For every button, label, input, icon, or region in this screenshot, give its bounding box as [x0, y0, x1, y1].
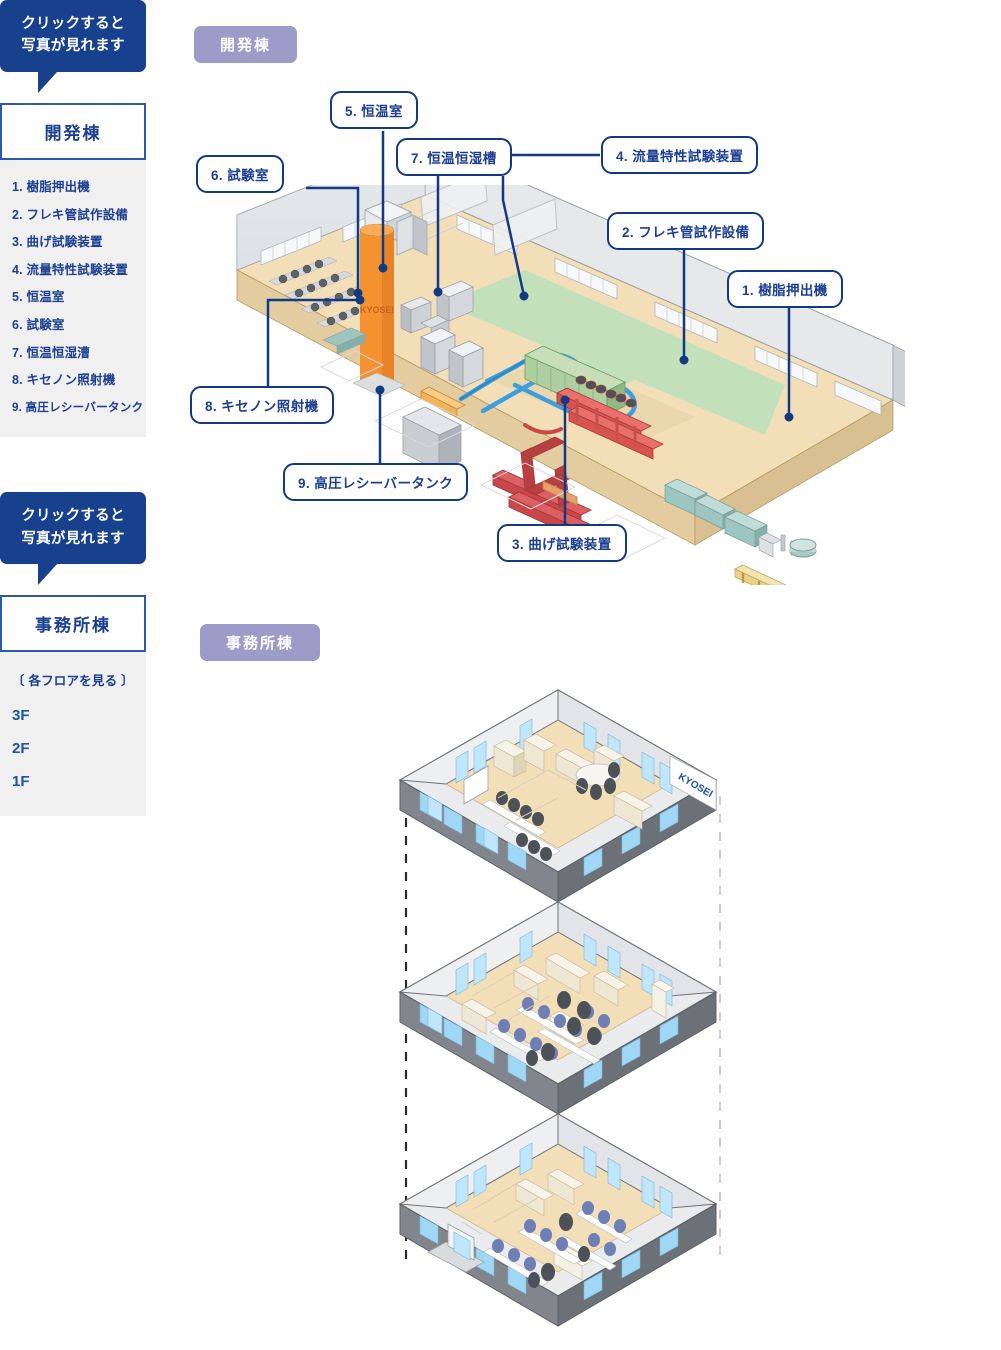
sidebar-panel-dev-title[interactable]: 開発棟 — [0, 102, 146, 160]
callout-4-label: 4. 流量特性試験装置 — [616, 149, 744, 164]
callout-9-label: 9. 高圧レシーバータンク — [298, 476, 454, 491]
section-badge-dev-text: 開発棟 — [220, 37, 272, 54]
callout-6-test-room[interactable]: 6. 試験室 — [196, 155, 284, 193]
sidebar-item-dev-2[interactable]: 2. フレキ管試作設備 — [12, 207, 129, 222]
callout-2-label: 2. フレキ管試作設備 — [622, 225, 750, 240]
callout-5-constant-temp-room[interactable]: 5. 恒温室 — [330, 91, 418, 129]
sidebar-item-dev-7[interactable]: 7. 恒温恒湿漕 — [12, 345, 90, 360]
tooltip-office-line1: クリックすると — [21, 508, 125, 525]
callout-4-flow-characteristic-tester[interactable]: 4. 流量特性試験装置 — [601, 136, 759, 174]
sidebar-office-title-text: 事務所棟 — [35, 616, 111, 636]
office-floor-2f[interactable] — [399, 901, 717, 1115]
tooltip-dev-tail — [38, 70, 58, 93]
sidebar-item-floor-1f[interactable]: 1F — [12, 773, 30, 791]
section-badge-dev: 開発棟 — [194, 26, 298, 63]
callout-1-resin-extruder[interactable]: 1. 樹脂押出機 — [727, 270, 843, 308]
sidebar-item-dev-9[interactable]: 9. 高圧レシーバータンク — [12, 400, 144, 414]
callout-8-label: 8. キセノン照射機 — [205, 399, 319, 414]
callout-7-temp-humidity-chamber[interactable]: 7. 恒温恒湿槽 — [396, 138, 512, 176]
tooltip-office-line2: 写真が見れます — [21, 530, 125, 547]
floors-label: 〔 各フロアを見る 〕 — [12, 674, 134, 689]
sidebar-item-floor-2f[interactable]: 2F — [12, 740, 30, 758]
sidebar-item-floor-3f[interactable]: 3F — [12, 707, 30, 725]
sidebar-item-dev-3[interactable]: 3. 曲げ試験装置 — [12, 235, 103, 250]
callout-1-label: 1. 樹脂押出機 — [742, 283, 828, 298]
callout-9-high-pressure-receiver-tank[interactable]: 9. 高圧レシーバータンク — [283, 463, 469, 501]
tooltip-dev-line2: 写真が見れます — [21, 38, 125, 55]
sidebar: クリックすると 写真が見れます 開発棟 1. 樹脂押出機 2. フレキ管試作設備… — [0, 0, 160, 817]
tooltip-office-tail — [38, 563, 58, 586]
callout-2-flexible-pipe-prototype-facility[interactable]: 2. フレキ管試作設備 — [607, 212, 765, 250]
sidebar-item-dev-6[interactable]: 6. 試験室 — [12, 318, 65, 333]
office-floor-3f[interactable]: KYOSEI — [399, 689, 717, 903]
tooltip-office: クリックすると 写真が見れます — [0, 492, 146, 586]
sidebar-panel-office-list: 〔 各フロアを見る 〕 3F 2F 1F — [0, 652, 146, 817]
sidebar-item-dev-1[interactable]: 1. 樹脂押出機 — [12, 179, 90, 194]
callout-8-xenon-irradiator[interactable]: 8. キセノン照射機 — [190, 386, 334, 424]
office-building-illustration: KYOSEI — [399, 689, 721, 1327]
callout-6-label: 6. 試験室 — [211, 168, 269, 183]
sidebar-item-dev-4[interactable]: 4. 流量特性試験装置 — [12, 262, 129, 277]
section-badge-office-text: 事務所棟 — [226, 635, 295, 652]
callout-7-label: 7. 恒温恒湿槽 — [411, 151, 497, 166]
section-badge-office: 事務所棟 — [200, 624, 321, 661]
sidebar-panel-office-title[interactable]: 事務所棟 — [0, 595, 146, 653]
callout-5-label: 5. 恒温室 — [345, 104, 403, 119]
tooltip-dev-line1: クリックすると — [21, 16, 125, 32]
callout-3-bending-test-machine[interactable]: 3. 曲げ試験装置 — [497, 524, 627, 562]
tooltip-dev: クリックすると 写真が見れます — [0, 0, 146, 93]
tank-logo-text: KYOSEI — [360, 305, 394, 315]
sidebar-panel-dev-list: 1. 樹脂押出機 2. フレキ管試作設備 3. 曲げ試験装置 4. 流量特性試験… — [0, 159, 146, 438]
sidebar-item-dev-5[interactable]: 5. 恒温室 — [12, 290, 65, 305]
sidebar-dev-title-text: 開発棟 — [44, 123, 102, 143]
office-floor-1f[interactable] — [399, 1113, 717, 1327]
callout-3-label: 3. 曲げ試験装置 — [512, 537, 612, 552]
sidebar-item-dev-8[interactable]: 8. キセノン照射機 — [12, 373, 116, 388]
